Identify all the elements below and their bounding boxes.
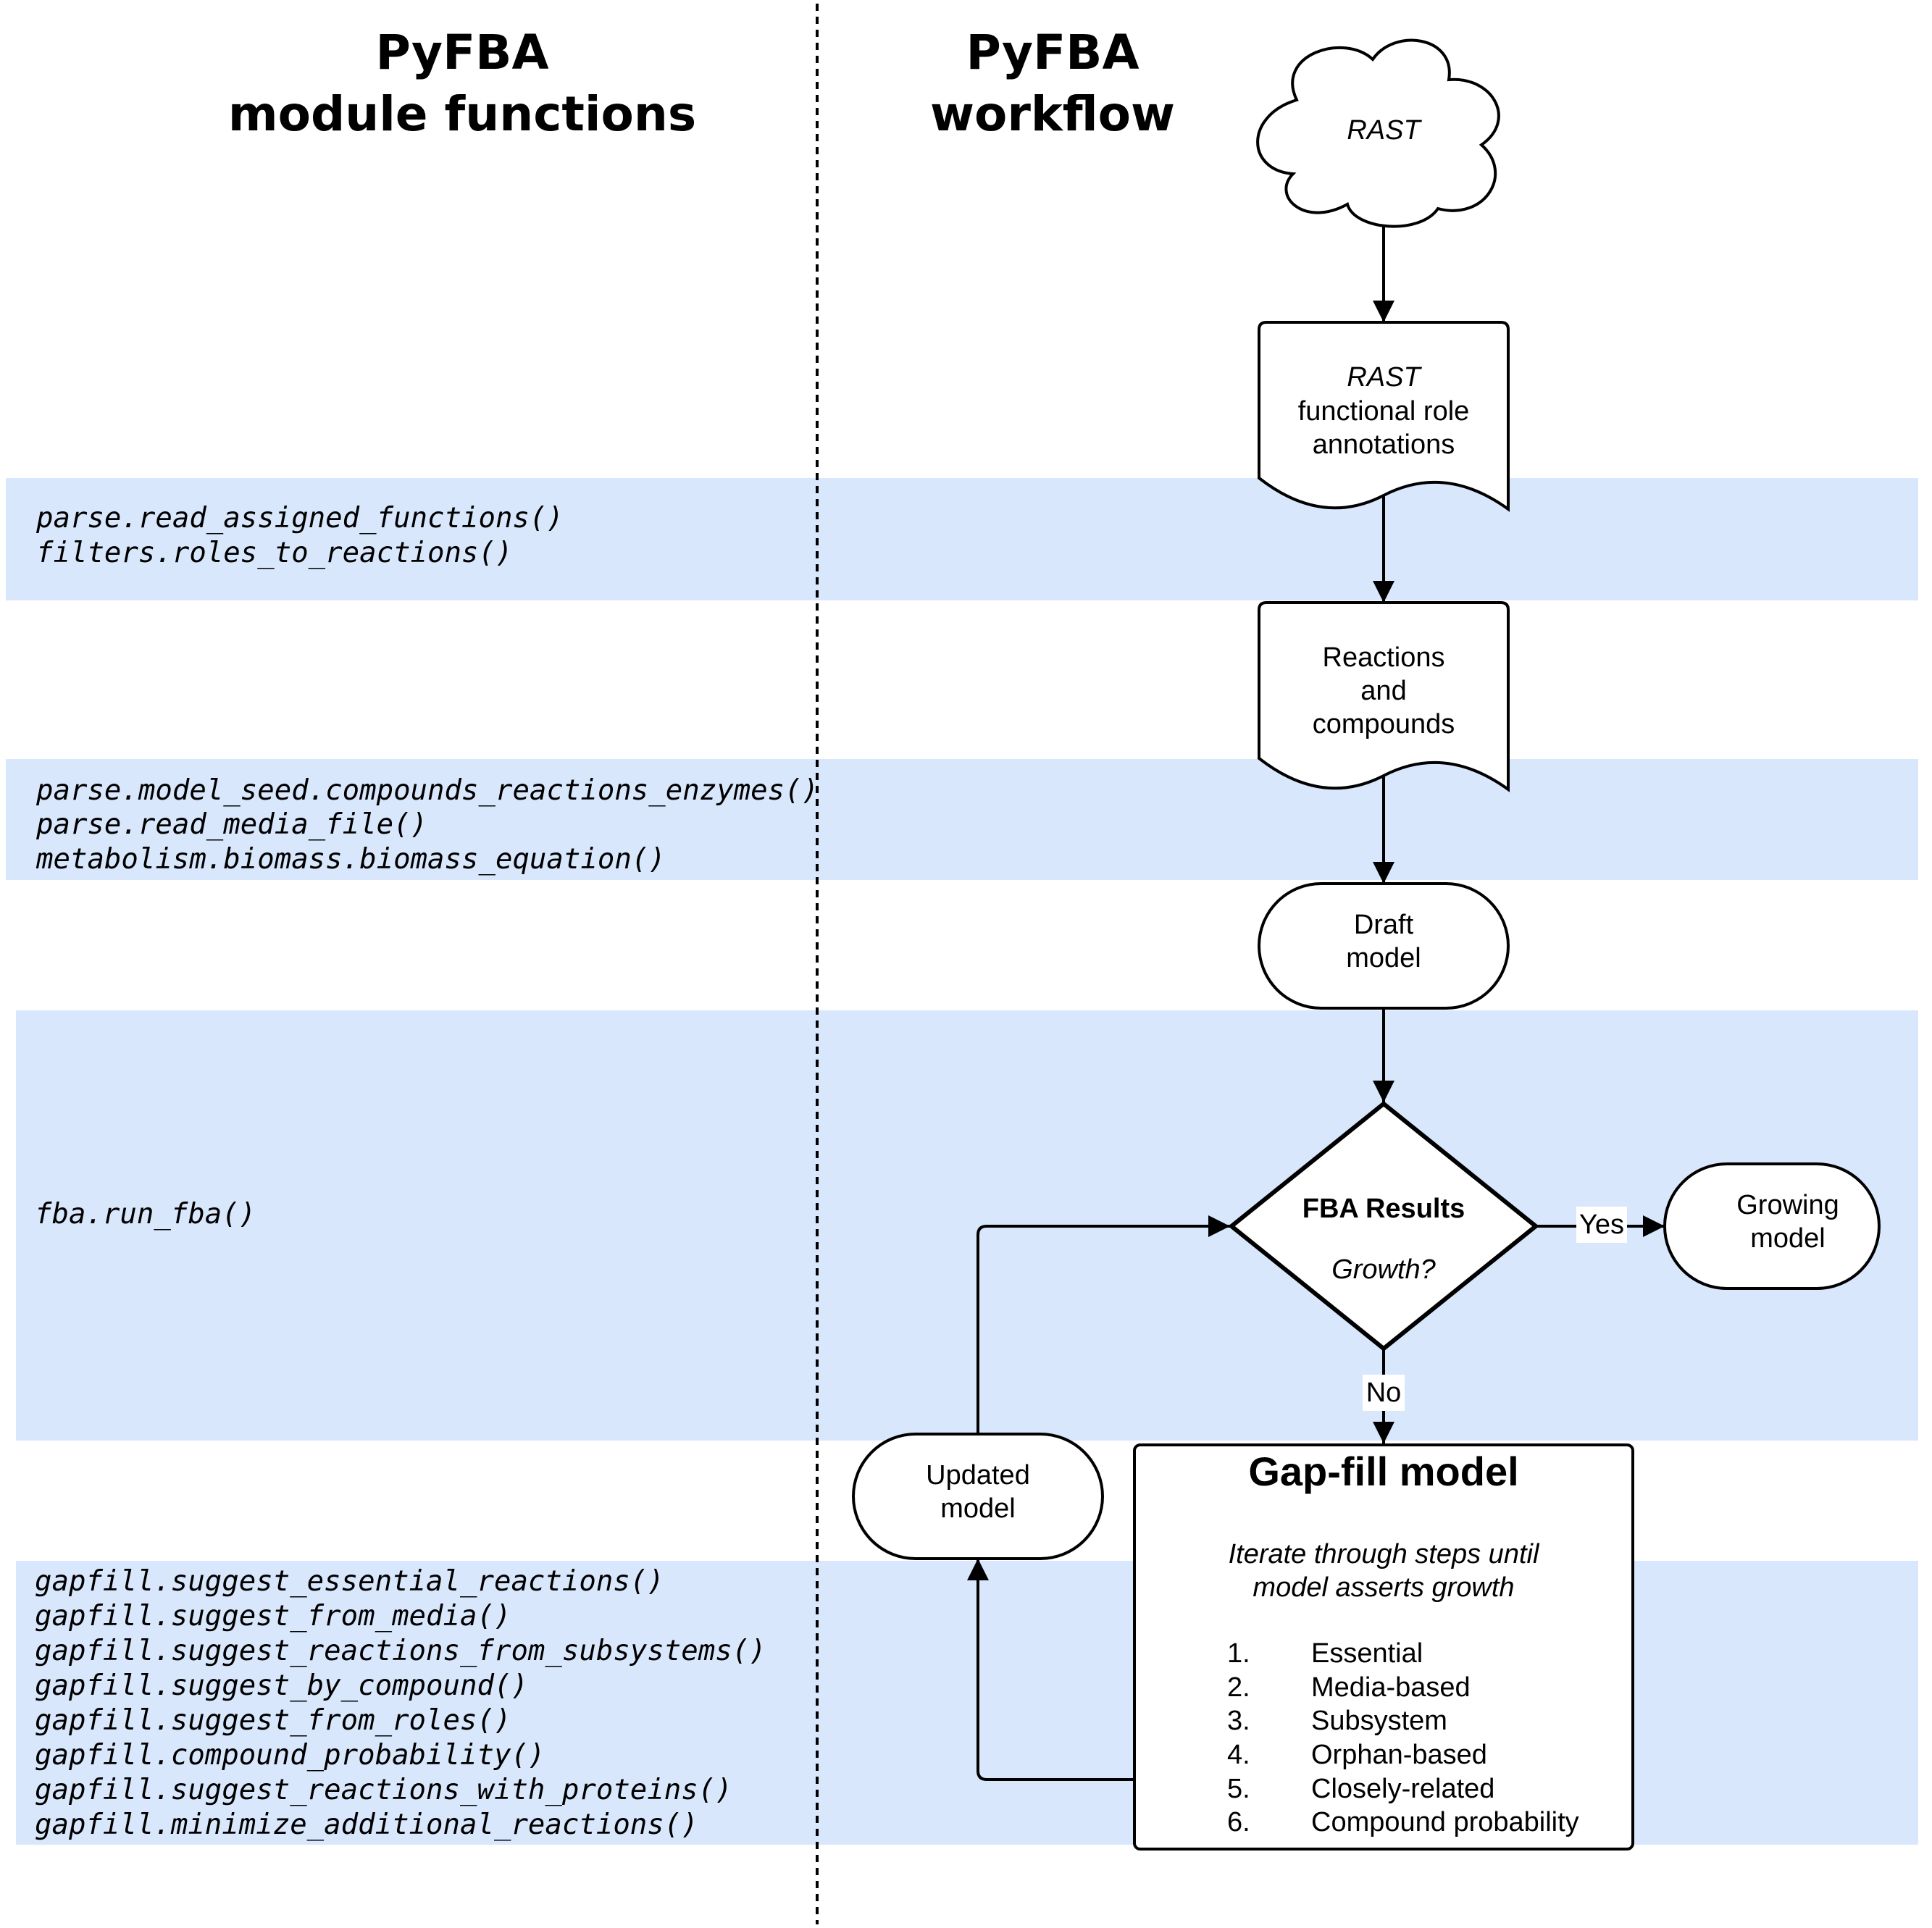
- function-name: gapfill.suggest_by_compound(): [35, 1669, 528, 1702]
- function-group-annotation: parse.read_assigned_functions() filters.…: [35, 502, 564, 569]
- band-annotation-functions: [6, 478, 1918, 600]
- step-number: 1.: [1227, 1638, 1250, 1669]
- updated-model-node: Updated model: [852, 1433, 1104, 1560]
- gapfill-title: Gap-fill model: [1248, 1449, 1518, 1494]
- reactions-label-line3: compounds: [1313, 709, 1455, 739]
- edge-gapfill-to-updated: [967, 1559, 1134, 1781]
- draft-label-line2: model: [1346, 943, 1421, 973]
- left-title-line1: PyFBA: [375, 25, 548, 80]
- step-number: 6.: [1227, 1807, 1250, 1837]
- gapfill-model-node: Gap-fill model Iterate through steps unt…: [1133, 1443, 1634, 1851]
- reactions-label-line1: Reactions: [1323, 642, 1445, 673]
- updated-label-line2: model: [940, 1493, 1016, 1524]
- step-label: Essential: [1311, 1638, 1423, 1669]
- step-label: Media-based: [1311, 1672, 1471, 1703]
- yes-label-background: [1576, 1207, 1627, 1243]
- gapfill-box: [1133, 1443, 1634, 1851]
- band-reaction-functions: [6, 759, 1918, 880]
- growing-label-line1: Growing: [1736, 1190, 1839, 1220]
- function-name: gapfill.suggest_essential_reactions(): [35, 1565, 664, 1598]
- gapfill-subtitle-line2: model asserts growth: [1253, 1572, 1514, 1603]
- step-number: 4.: [1227, 1740, 1250, 1770]
- annotations-label-line3: annotations: [1313, 429, 1455, 460]
- draft-model-node: Draft model: [1258, 882, 1510, 1010]
- function-name: parse.read_media_file(): [35, 808, 427, 841]
- growing-model-node: Growing model: [1663, 1162, 1881, 1290]
- step-label: Orphan-based: [1311, 1740, 1487, 1770]
- edge-updated-to-decision: [977, 1215, 1230, 1434]
- draft-label-line1: Draft: [1354, 910, 1414, 940]
- function-name: parse.read_assigned_functions(): [35, 502, 564, 535]
- step-label: Subsystem: [1311, 1706, 1447, 1736]
- gapfill-steps-list: 1. Essential 2. Media-based 3. Subsystem…: [1227, 1638, 1579, 1837]
- step-number: 3.: [1227, 1706, 1250, 1736]
- function-name: metabolism.biomass.biomass_equation(): [35, 843, 666, 876]
- function-name: filters.roles_to_reactions(): [36, 537, 512, 569]
- decision-question: Growth?: [1331, 1254, 1436, 1285]
- rast-cloud-node: RAST: [1256, 38, 1500, 228]
- terminator-shape: [1258, 882, 1510, 1010]
- no-label-background: [1363, 1375, 1405, 1411]
- function-name: fba.run_fba(): [35, 1198, 256, 1231]
- no-label: No: [1366, 1378, 1402, 1408]
- right-title-line1: PyFBA: [966, 25, 1139, 80]
- reactions-label-line2: and: [1360, 676, 1406, 706]
- fba-decision-node: FBA Results Growth?: [1229, 1102, 1538, 1351]
- function-group-fba: fba.run_fba(): [35, 1198, 256, 1231]
- step-number: 5.: [1227, 1774, 1250, 1804]
- function-name: gapfill.compound_probability(): [35, 1739, 545, 1772]
- function-name: gapfill.minimize_additional_reactions(): [35, 1808, 698, 1841]
- function-name: parse.model_seed.compounds_reactions_enz…: [35, 774, 819, 807]
- function-group-gapfill: gapfill.suggest_essential_reactions() ga…: [35, 1565, 766, 1841]
- function-name: gapfill.suggest_reactions_with_proteins(…: [35, 1774, 732, 1806]
- right-title-line2: workflow: [930, 86, 1175, 142]
- reactions-node: Reactions and compounds: [1258, 601, 1510, 792]
- cloud-shape: [1256, 38, 1500, 228]
- annotations-label-line2: functional role: [1298, 396, 1470, 427]
- step-number: 2.: [1227, 1672, 1250, 1703]
- function-group-reactions: parse.model_seed.compounds_reactions_enz…: [35, 774, 819, 876]
- terminator-shape: [1663, 1162, 1881, 1290]
- gapfill-subtitle-line1: Iterate through steps until: [1229, 1539, 1540, 1569]
- yes-label: Yes: [1579, 1210, 1624, 1240]
- document-shape: [1258, 321, 1510, 512]
- growing-label-line2: model: [1750, 1223, 1826, 1254]
- step-label: Closely-related: [1311, 1774, 1494, 1804]
- document-shape: [1258, 601, 1510, 792]
- rast-label: RAST: [1347, 115, 1422, 146]
- function-name: gapfill.suggest_from_roles(): [35, 1704, 511, 1737]
- function-name: gapfill.suggest_from_media(): [35, 1600, 511, 1632]
- function-name: gapfill.suggest_reactions_from_subsystem…: [35, 1635, 766, 1667]
- decision-shape: [1229, 1102, 1538, 1351]
- annotations-label-line1: RAST: [1347, 362, 1422, 393]
- left-title-line2: module functions: [228, 86, 696, 142]
- decision-title: FBA Results: [1302, 1194, 1465, 1224]
- step-label: Compound probability: [1311, 1807, 1579, 1837]
- terminator-shape: [852, 1433, 1104, 1560]
- annotations-node: RAST functional role annotations: [1258, 321, 1510, 512]
- updated-label-line1: Updated: [926, 1460, 1030, 1491]
